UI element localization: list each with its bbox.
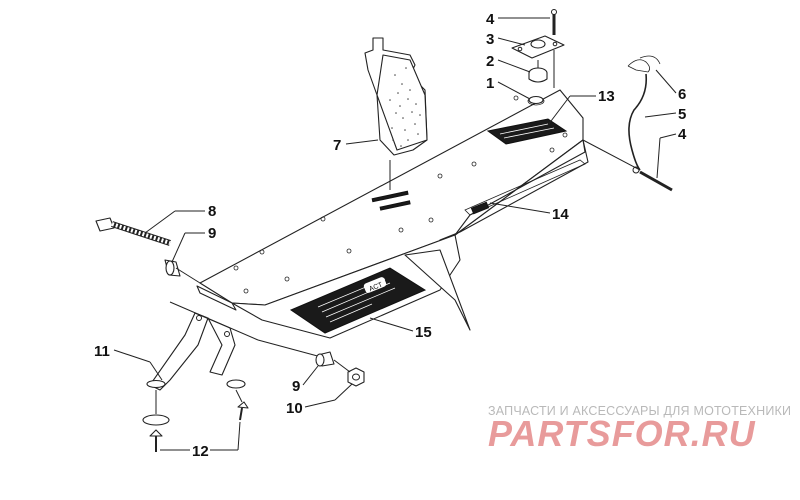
callout-6: 6 [678,86,686,103]
watermark-caption: ЗАПЧАСТИ И АКСЕССУАРЫ ДЛЯ МОТОТЕХНИКИ [488,404,792,418]
callout-4-right: 4 [678,126,687,143]
part-2-grommet [528,67,548,83]
callout-10: 10 [286,400,303,417]
callout-11: 11 [94,343,110,360]
callout-14: 14 [552,206,569,223]
part-11-bracket [149,312,236,391]
part-7-pad [364,37,428,156]
callout-5: 5 [678,106,686,123]
callout-12: 12 [192,443,209,460]
callout-9-lower: 9 [292,378,300,395]
callout-4-top: 4 [486,11,495,28]
callout-15: 15 [415,324,432,341]
part-1-plug [528,95,544,105]
part-9-spacer-lower [315,351,335,367]
part-5-cable [628,73,648,171]
part-12-fasteners [142,379,249,452]
callout-3: 3 [486,31,494,48]
part-9-spacer-upper [164,259,181,277]
watermark-logo: PARTSFOR.RU [488,413,756,454]
part-10-nut [347,367,365,387]
part-3-bracket [511,35,565,59]
callout-7: 7 [333,137,341,154]
callout-9-upper: 9 [208,225,216,242]
callout-1: 1 [486,75,494,92]
callout-8: 8 [208,203,216,220]
part-6-clip [627,55,661,73]
part-4-pin-right [632,166,673,192]
callout-13: 13 [598,88,615,105]
part-4-pin-top [551,9,557,35]
callout-2: 2 [486,53,494,70]
callouts: 4 3 2 1 13 6 5 4 7 8 9 14 [94,11,687,460]
decal-15: ACT [289,267,427,334]
part-8-bolt [95,217,171,246]
